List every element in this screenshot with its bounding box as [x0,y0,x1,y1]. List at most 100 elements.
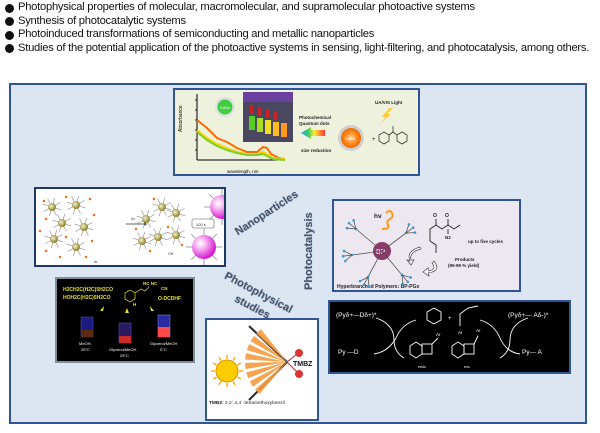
oxygen-atom [295,349,303,357]
vial-1-label-2: 25°C [81,347,90,352]
vial-3 [157,314,171,338]
right-exciplex-label: (Pyδ+— Aδ-)* [508,312,549,319]
plus-sign: + [372,137,376,143]
light-ray [255,362,287,394]
vial-3-label-2: 0°C [160,347,167,352]
nanoparticle-core [158,203,166,211]
bullet-text: Photoinduced transformations of semicond… [18,28,375,41]
photoproduct-dot [64,195,68,199]
photocatalysis-panel: hv BP O O N2 up to five cycles Products … [332,199,521,292]
lightning-bolt-icon [380,108,393,124]
photoproduct-dot [152,197,156,201]
y-axis-label: Absorbance [178,105,184,132]
h-label: H [133,302,136,307]
bullet-text: Synthesis of photocatalytic systems [18,14,186,27]
polymer-branch [363,276,369,286]
ketone-label: Ar [94,260,98,264]
vial-1 [80,316,94,338]
bullet-item: Synthesis of photocatalytic systems [4,15,600,29]
polymer-end-group [345,226,349,230]
cycle-arrow [499,317,529,359]
left-ground-label: Py —D [338,349,359,356]
vial-2-label-1: Glycerol/MeOH [109,347,136,352]
sun-icon [215,359,239,383]
nanoparticle-core [192,235,216,259]
bullet-dot-icon [5,30,14,40]
arrow-icon [100,306,104,311]
polymer-end-group [341,254,345,258]
bullet-dot-icon [5,17,14,27]
photoproduct-dot [38,229,42,233]
polymer-end-group [406,280,410,284]
photoproduct-dot [90,239,94,243]
nanoparticle [166,203,186,223]
photoproduct-dot [92,213,96,217]
linker-bond [134,286,150,294]
products-label: Products [455,257,475,262]
sun-ray [232,356,236,361]
nanoparticle [66,195,86,215]
benzophenone-structure [378,126,408,145]
molecule-bonds [286,353,298,373]
molecular-rotor-dye-panel: H3CH2C(H2C)5H2CO HOH2C(H2C)5H2CO H NC NC… [55,277,195,363]
exo-label: exo [464,365,470,369]
photoproduct-dot [84,255,88,259]
cyclohexadiene-structure [426,307,442,325]
exo-product-structure [451,335,479,359]
oxygen-atom [295,370,303,378]
vial-2 [118,322,132,344]
bullet-dot-icon [5,3,14,13]
photoproduct-dot [64,235,68,239]
dye-name: O-DCDHF [158,296,181,302]
polymer-branch [359,276,369,282]
arrow-icon [125,308,129,313]
ar-label: Ar [476,328,481,333]
polymer-end-group [342,249,346,253]
photoproduct-dot [148,249,152,253]
photoproduct-dot [134,227,138,231]
endo-product-structure [409,337,439,359]
left-exciplex-label: (Pyδ+—Dδ+)* [336,312,377,319]
photoproduct-dot [180,243,184,247]
series-orange [196,119,286,160]
nanoparticle [148,227,168,247]
polymer-end-group [413,231,417,234]
polymer-branch [405,227,414,234]
nanoparticle-core [80,223,88,231]
polymer-end-group [409,276,412,279]
polymer-end-group [407,223,411,226]
polymer-branch [401,274,411,278]
diazo-label: N2 [445,235,451,240]
cn-label: CN [161,286,168,291]
hv-label: hv [131,216,135,221]
light-label: UA/VIS Light [375,100,403,105]
polymer-branch [381,232,407,252]
nanoparticle [42,197,62,217]
nanoparticle-graphic: hv 100 s Ar OH [38,189,224,265]
photoproduct-dot [166,225,170,229]
green-qd-icon: CdSe [215,97,235,117]
plus-sign: + [448,316,452,322]
nanoparticle-core [72,243,80,251]
nanoparticle-core [172,231,180,239]
polymer-branch [367,250,383,278]
nanoparticle-core [172,209,180,217]
nanoparticles-panel: hv 100 s Ar OH [34,187,226,267]
nanoparticle-core [142,215,150,223]
sun-ray [218,356,222,361]
polymer-branch [351,250,383,256]
time-label: 100 s [196,222,206,227]
series-green [196,131,286,161]
bullet-item: Photophysical properties of molecular, m… [4,1,600,15]
quantum-dot-graphic: Absorbance wavelength, nm CdSe Photochem… [178,92,408,174]
light-ray [245,362,287,370]
light-ray [245,353,287,362]
light-wave-icon [381,210,394,230]
polymer-end-group [358,279,362,283]
dye-graphic: H3CH2C(H2C)5H2CO HOH2C(H2C)5H2CO H NC NC… [63,281,181,358]
hyperbranched-polymer-graphic: hv BP O O N2 up to five cycles Products … [337,210,504,290]
nanoparticle [44,229,64,249]
tmbz-caption: TMBZ: 2,2´,4,4´-tetramethoxybenzil [209,400,285,406]
category-label-photocatalysis: Photocatalysis [303,212,315,290]
polymer-end-group [344,259,347,263]
